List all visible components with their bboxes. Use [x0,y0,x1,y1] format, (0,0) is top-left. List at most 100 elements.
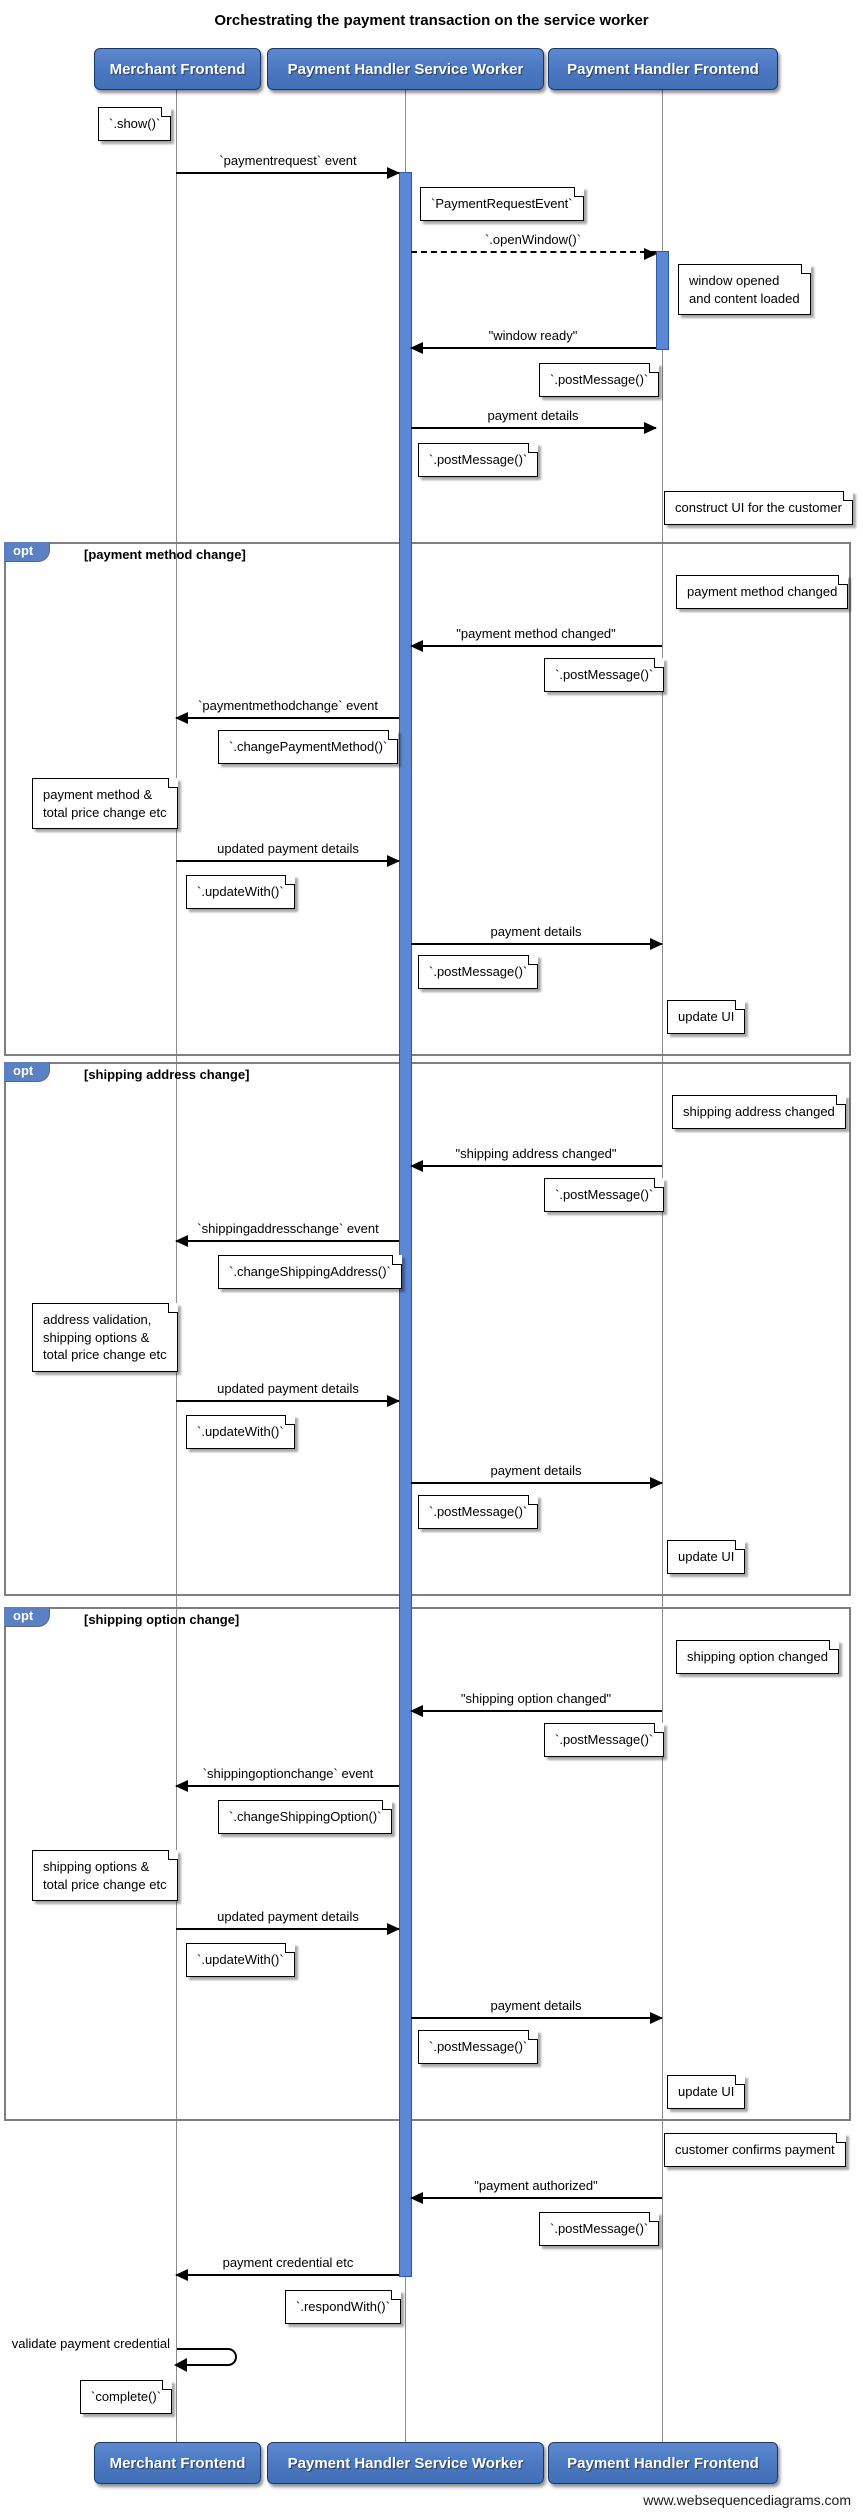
actor-top-merchant-frontend: Merchant Frontend [94,48,261,90]
note-postmessage-opt2: `.postMessage()` [544,1178,665,1212]
msg-updated-payment-details-label-opt1: updated payment details [217,841,359,856]
frame-condition: [payment method change] [84,547,246,562]
arrowhead-icon [175,2269,188,2281]
msg-payment-credential-line [175,2269,399,2281]
frame-opt-payment-method-change: opt [payment method change] [4,542,851,1056]
msg-payment-details-label-opt1: payment details [490,924,582,939]
msg-payment-details-label-opt3: payment details [490,1998,582,2013]
note-shipping-address-side: address validation, shipping options & t… [32,1303,178,1372]
note-postmessage-payment-details: `.postMessage()` [418,443,539,477]
arrowhead-icon [174,2358,187,2372]
msg-shippingoptionchange-event-line [175,1780,399,1792]
note-update-ui-opt2: update UI [667,1540,746,1574]
actor-bottom-payment-handler-frontend: Payment Handler Frontend [548,2442,778,2484]
note-payment-request-event: `PaymentRequestEvent` [420,187,584,221]
msg-payment-details-line [411,422,657,434]
frame-opt-shipping-address-change: opt [shipping address change] [4,1062,851,1596]
msg-payment-details-label: payment details [487,408,579,423]
lifeline-merchant-frontend [176,88,177,2444]
frame-condition: [shipping option change] [84,1612,240,1627]
note-update-ui-opt3: update UI [667,2075,746,2109]
frame-condition: [shipping address change] [84,1067,250,1082]
actor-bottom-merchant-frontend: Merchant Frontend [94,2442,261,2484]
note-shipping-option-side: shipping options & total price change et… [32,1850,178,1902]
note-update-ui-opt1: update UI [667,1000,746,1034]
arrowhead-icon [410,640,423,652]
msg-openwindow-line [411,248,657,260]
arrowhead-icon [644,248,657,260]
note-postmessage2-opt2: `.postMessage()` [418,1495,539,1529]
activation-service-worker [399,172,412,2277]
msg-payment-authorized-line [410,2192,662,2204]
arrowhead-icon [387,1923,400,1935]
note-window-opened: window opened and content loaded [678,264,811,316]
msg-payment-details-line-opt2 [411,1477,663,1489]
note-respondwith: `.respondWith()` [285,2290,401,2324]
arrowhead-icon [387,1395,400,1407]
note-updatewith-opt1: `.updateWith()` [186,875,295,909]
msg-payment-method-changed-line [410,640,662,652]
arrowhead-icon [175,1780,188,1792]
note-postmessage-window-ready: `.postMessage()` [539,363,660,397]
msg-shipping-address-changed-label: "shipping address changed" [455,1146,617,1161]
arrowhead-icon [650,938,663,950]
msg-validate-credential-label: validate payment credential [11,2336,170,2351]
msg-paymentmethodchange-event-line [175,712,399,724]
note-construct-ui: construct UI for the customer [664,491,853,525]
note-change-shipping-option: `.changeShippingOption()` [218,1800,393,1834]
actor-top-payment-handler-frontend: Payment Handler Frontend [548,48,778,90]
note-payment-method-side: payment method & total price change etc [32,778,178,830]
note-customer-confirms-payment: customer confirms payment [664,2133,846,2167]
msg-updated-payment-details-line-opt3 [176,1923,400,1935]
msg-window-ready-line [410,342,656,354]
actor-bottom-payment-handler-service-worker: Payment Handler Service Worker [267,2442,544,2484]
note-updatewith-opt3: `.updateWith()` [186,1943,295,1977]
arrowhead-icon [650,1477,663,1489]
arrowhead-icon [387,167,400,179]
watermark: www.websequencediagrams.com [643,2492,851,2508]
arrowhead-icon [410,342,423,354]
msg-window-ready-label: "window ready" [488,328,578,343]
arrowhead-icon [175,1235,188,1247]
msg-validate-credential-self-loop [174,2348,237,2372]
note-postmessage2-opt3: `.postMessage()` [418,2030,539,2064]
arrowhead-icon [410,2192,423,2204]
note-change-shipping-address: `.changeShippingAddress()` [218,1255,402,1289]
arrowhead-icon [650,2012,663,2024]
arrowhead-icon [410,1160,423,1172]
msg-payment-authorized-label: "payment authorized" [474,2178,598,2193]
note-postmessage-opt1: `.postMessage()` [544,658,665,692]
actor-top-payment-handler-service-worker: Payment Handler Service Worker [267,48,544,90]
msg-updated-payment-details-label-opt2: updated payment details [217,1381,359,1396]
frame-opt-shipping-option-change: opt [shipping option change] [4,1607,851,2121]
lifeline-payment-handler-frontend [662,88,663,2444]
note-postmessage2-opt1: `.postMessage()` [418,955,539,989]
arrowhead-icon [175,712,188,724]
msg-payment-details-label-opt2: payment details [490,1463,582,1478]
msg-updated-payment-details-line-opt1 [176,855,400,867]
note-shipping-option-changed: shipping option changed [676,1640,839,1674]
msg-shippingaddresschange-event-line [175,1235,399,1247]
arrowhead-icon [644,422,657,434]
msg-payment-details-line-opt3 [411,2012,663,2024]
frame-keyword-badge: opt [4,1607,51,1627]
note-payment-method-changed: payment method changed [676,575,849,609]
msg-payment-method-changed-label: "payment method changed" [456,626,616,641]
arrowhead-icon [410,1705,423,1717]
msg-shippingoptionchange-event-label: `shippingoptionchange` event [202,1766,374,1781]
msg-paymentrequest-event-label: `paymentrequest` event [219,153,357,168]
arrowhead-icon [387,855,400,867]
msg-shipping-address-changed-line [410,1160,662,1172]
msg-shipping-option-changed-label: "shipping option changed" [460,1691,612,1706]
msg-payment-details-line-opt1 [411,938,663,950]
note-postmessage-opt3: `.postMessage()` [544,1723,665,1757]
frame-keyword-badge: opt [4,1062,51,1082]
note-complete: `complete()` [80,2380,173,2414]
msg-shippingaddresschange-event-label: `shippingaddresschange` event [197,1221,379,1236]
note-updatewith-opt2: `.updateWith()` [186,1415,295,1449]
msg-updated-payment-details-line-opt2 [176,1395,400,1407]
msg-paymentmethodchange-event-label: `paymentmethodchange` event [198,698,378,713]
note-postmessage-final: `.postMessage()` [539,2212,660,2246]
msg-updated-payment-details-label-opt3: updated payment details [217,1909,359,1924]
